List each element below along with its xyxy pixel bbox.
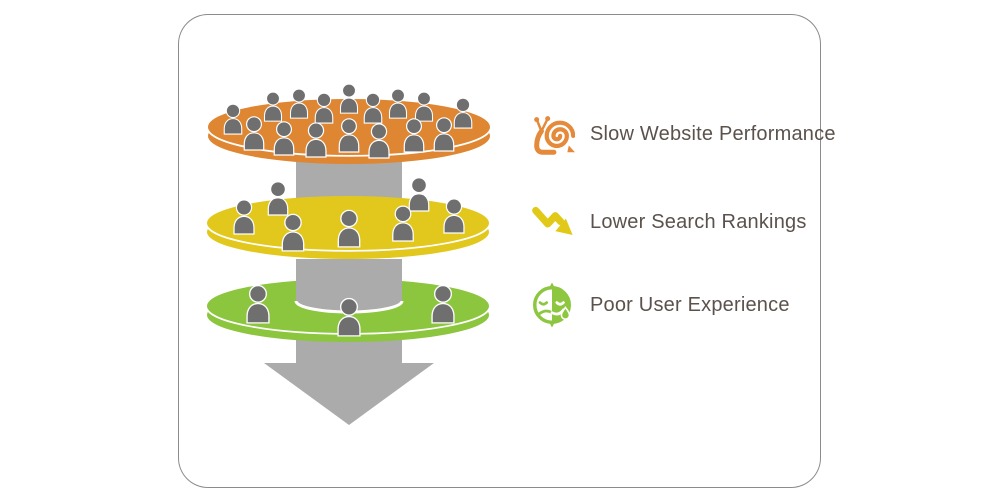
- down-arrow-head: [264, 363, 434, 425]
- legend-row-slow-performance: Slow Website Performance: [529, 111, 836, 157]
- funnel-level-middle: [205, 177, 491, 259]
- funnel-diagram: [205, 83, 492, 425]
- snail-icon: [534, 116, 575, 155]
- person-icon: [267, 181, 289, 216]
- legend-row-lower-rankings: Lower Search Rankings: [529, 199, 807, 245]
- person-icon: [339, 83, 359, 114]
- down-arrow: [264, 331, 434, 425]
- sad-face-icon: [533, 282, 571, 328]
- declining-arrow-icon: [532, 206, 573, 235]
- funnel-level-top: [206, 83, 492, 164]
- legend-label-slow-performance: Slow Website Performance: [590, 122, 836, 145]
- legend-label-lower-rankings: Lower Search Rankings: [590, 210, 807, 233]
- infographic-card: Slow Website Performance Lower Search Ra…: [178, 14, 835, 488]
- legend-label-poor-experience: Poor User Experience: [590, 293, 790, 316]
- person-icon: [408, 177, 430, 212]
- legend-row-poor-experience: Poor User Experience: [529, 282, 790, 328]
